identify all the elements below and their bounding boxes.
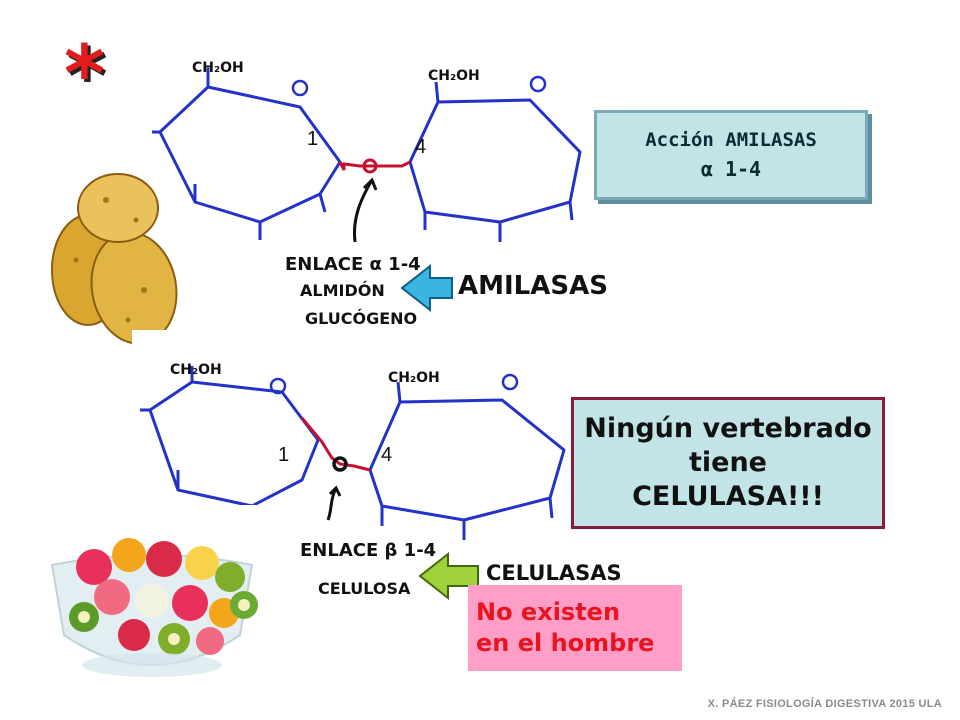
ring-oxygen-left <box>269 377 287 395</box>
ch2oh-label-left: CH₂OH <box>170 362 222 378</box>
no-cellulase-line3: CELULASA!!! <box>632 480 824 512</box>
not-in-humans-line2: en el hombre <box>476 629 655 657</box>
bridge-oxygen <box>362 158 378 174</box>
alpha-bond-svg: CH₂OH CH₂OH ENLACE α 1-4 ALMIDÓN GLUCÓGE… <box>152 60 608 328</box>
amylase-action-bond: α 1-4 <box>700 157 762 181</box>
handwritten-amilasas: AMILASAS <box>458 271 608 301</box>
handwritten-almidon: ALMIDÓN <box>300 281 385 300</box>
no-cellulase-box: Ningún vertebrado tiene CELULASA!!! <box>571 397 885 529</box>
handwritten-glucogeno: GLUCÓGENO <box>305 309 417 328</box>
alpha-1-4-bond <box>338 160 411 171</box>
carbon-1-label-top: 1 <box>307 128 319 150</box>
right-glucose-ring <box>368 398 566 522</box>
carbon-1-label-bottom: 1 <box>278 444 290 466</box>
not-in-humans-box: No existen en el hombre <box>468 585 682 671</box>
beta-bond-svg: CH₂OH CH₂OH ENLACE β 1-4 CELULOSA CELULA… <box>140 362 622 601</box>
handwritten-celulosa: CELULOSA <box>318 579 411 598</box>
ring-oxygen-right <box>501 373 519 391</box>
not-in-humans-line1: No existen <box>476 597 621 626</box>
ch2oh-label-right: CH₂OH <box>388 370 440 386</box>
footer-credit: X. PÁEZ FISIOLOGÍA DIGESTIVA 2015 ULA <box>707 698 942 710</box>
no-cellulase-line2: tiene <box>688 447 767 479</box>
alpha-glycosidic-diagram: CH₂OH CH₂OH ENLACE α 1-4 ALMIDÓN GLUCÓGE… <box>140 52 678 332</box>
ring-oxygen-left <box>291 79 309 97</box>
ch2oh-label-right: CH₂OH <box>428 68 480 84</box>
amylase-action-box: Acción AMILASAS α 1-4 <box>594 110 868 200</box>
bridge-oxygen <box>332 456 348 472</box>
celulasas-arrow <box>418 551 479 601</box>
amilasas-arrow <box>400 263 453 313</box>
fruit-salad-image <box>34 505 270 689</box>
amylase-action-title: Acción AMILASAS <box>645 129 817 151</box>
carbon-4-label-bottom: 4 <box>381 444 393 466</box>
no-cellulase-line1: Ningún vertebrado <box>584 413 872 445</box>
bond-pointer-arrow <box>352 179 374 243</box>
right-glucose-ring <box>408 98 582 224</box>
handwritten-alpha-bond: ENLACE α 1-4 <box>285 254 421 275</box>
ch2oh-label-left: CH₂OH <box>192 60 244 76</box>
ring-oxygen-right <box>529 75 547 93</box>
handwritten-celulasas: CELULASAS <box>486 561 622 585</box>
carbon-4-label-top: 4 <box>415 136 427 158</box>
handwritten-beta-bond: ENLACE β 1-4 <box>300 540 436 561</box>
asterisk-mark: * <box>64 30 105 120</box>
potato-image <box>36 160 186 360</box>
left-glucose-ring <box>148 380 320 508</box>
left-glucose-ring <box>158 85 342 224</box>
